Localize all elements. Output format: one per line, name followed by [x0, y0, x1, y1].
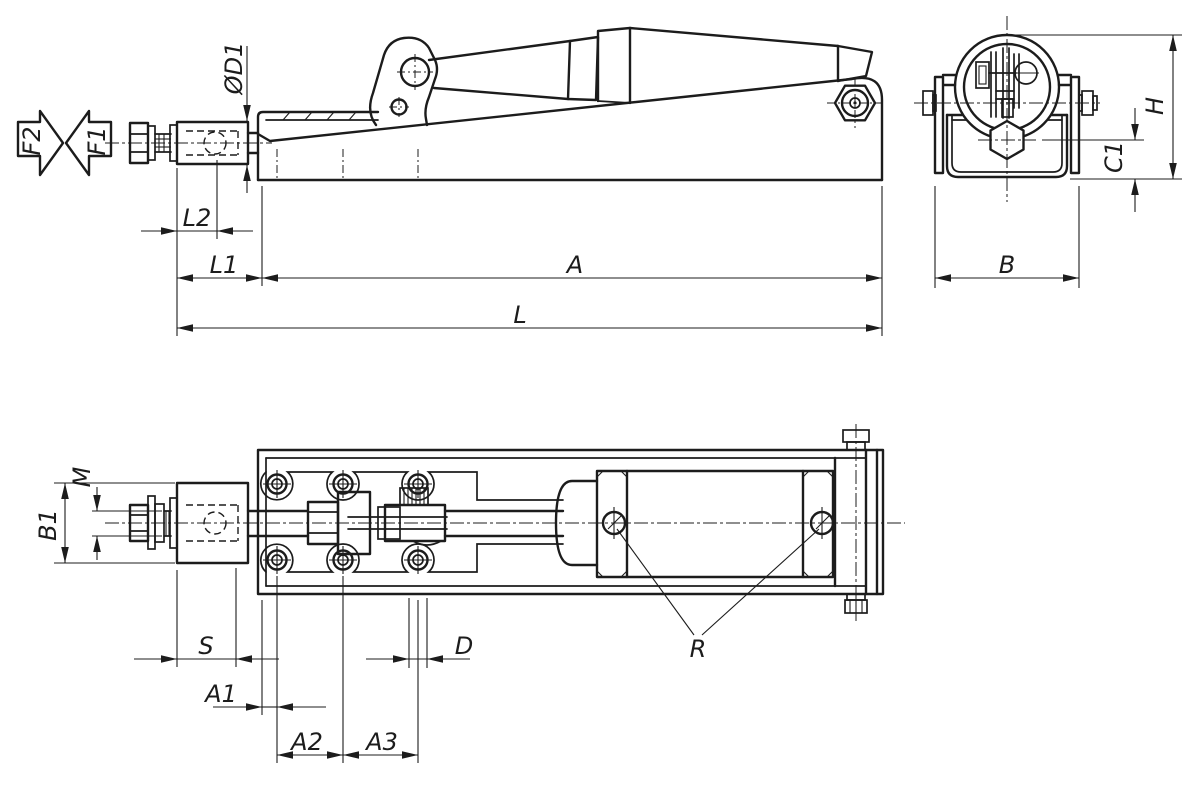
dim-label-c1: C1 — [1100, 141, 1128, 173]
air-port-callout: R — [616, 528, 820, 663]
mounting-holes — [263, 470, 432, 574]
end-view: H C1 B — [914, 16, 1182, 288]
dim-label-a: A — [565, 251, 583, 279]
dim-label-b1: B1 — [34, 509, 62, 541]
dim-label-b: B — [999, 251, 1015, 279]
spindle-side — [128, 120, 260, 166]
pneumatic-cylinder-plan — [554, 469, 835, 579]
mounting-hole — [263, 546, 291, 574]
dim-label-m: M — [68, 466, 96, 487]
toggle-linkage-plan — [306, 487, 565, 556]
end-view-dimensions: H C1 B — [934, 34, 1182, 288]
force-label-f2: F2 — [18, 126, 46, 155]
dim-label-a2: A2 — [289, 728, 323, 756]
dim-label-h: H — [1141, 97, 1169, 115]
dim-label-l: L — [513, 301, 526, 329]
mounting-hole — [329, 546, 357, 574]
clamp-base-side — [256, 76, 884, 182]
plan-view: R M B1 S A1 — [34, 424, 905, 763]
mounting-hole — [329, 470, 357, 498]
dim-label-r: R — [690, 635, 707, 663]
dim-label-s: S — [198, 632, 213, 660]
mounting-hole — [404, 470, 432, 498]
mounting-hole — [404, 546, 432, 574]
force-label-f1: F1 — [83, 126, 111, 155]
side-view-dimensions: L2 L1 A L ØD1 — [141, 42, 883, 336]
force-arrow-f2 — [16, 109, 65, 177]
dim-label-l2: L2 — [183, 204, 212, 232]
handle-lever-side — [368, 26, 874, 127]
side-view: F2 F1 — [16, 26, 884, 336]
pivot-nut-side — [827, 78, 883, 128]
force-arrow-f1 — [64, 109, 113, 177]
dim-label-d1: ØD1 — [220, 42, 248, 96]
spindle-plan — [128, 481, 310, 565]
dim-label-l1: L1 — [210, 251, 239, 279]
dim-label-d: D — [455, 632, 473, 660]
dim-label-a1: A1 — [203, 680, 237, 708]
mounting-hole — [263, 470, 291, 498]
dim-label-a3: A3 — [364, 728, 398, 756]
plan-view-dimensions: M B1 S A1 A2 A3 — [34, 466, 473, 763]
rear-block-plan — [833, 424, 879, 621]
force-arrows: F2 F1 — [16, 109, 113, 177]
